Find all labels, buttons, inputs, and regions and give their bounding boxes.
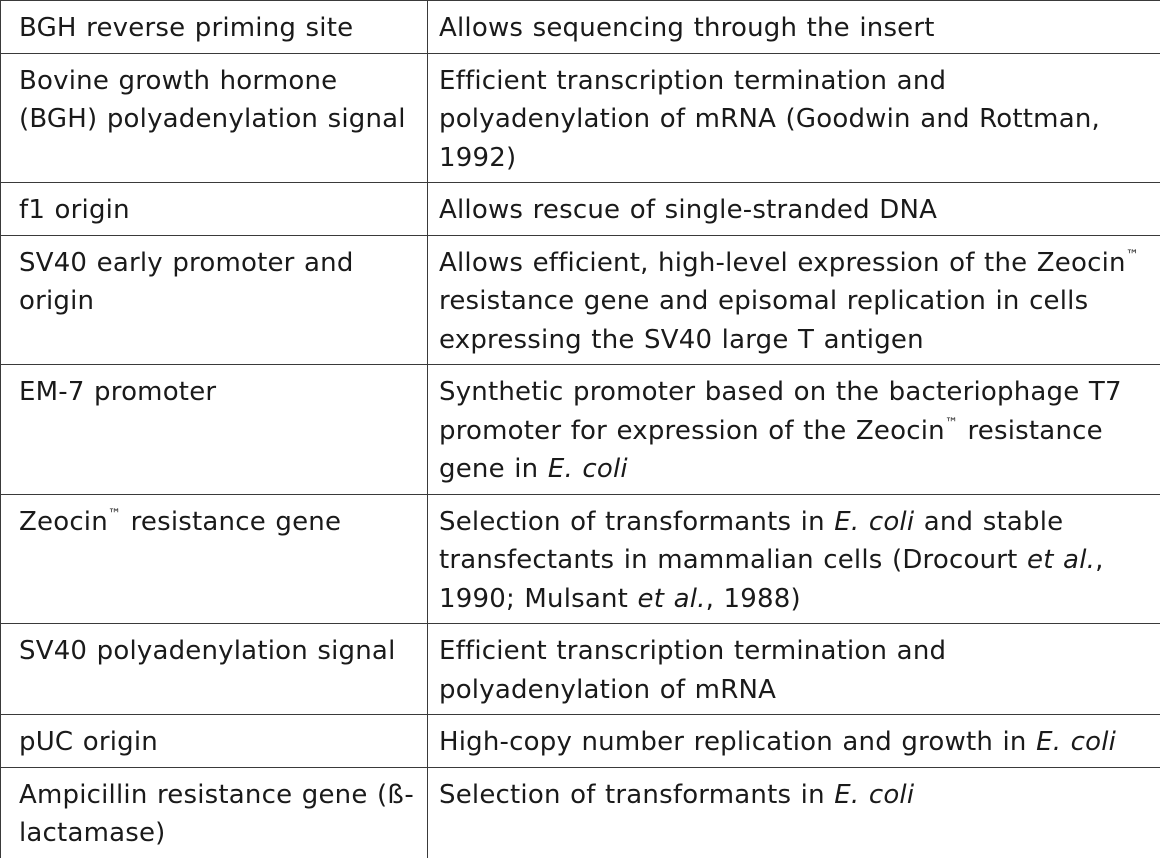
benefit-cell: Selection of transformants in E. coli (428, 767, 1160, 858)
table-row: pUC origin High-copy number replication … (1, 715, 1160, 768)
table-row: SV40 early promoter and origin Allows ef… (1, 235, 1160, 365)
benefit-cell: Allows rescue of single-stranded DNA (428, 183, 1160, 236)
table-row: SV40 polyadenylation signal Efficient tr… (1, 624, 1160, 715)
benefit-cell: Allows efficient, high-level expression … (428, 235, 1160, 365)
benefit-cell: Selection of transformants in E. coli an… (428, 494, 1160, 624)
benefit-text: Selection of transformants in (439, 507, 834, 537)
organism-name: E. coli (548, 454, 628, 484)
table-row: Ampicillin resistance gene (ß-lactamase)… (1, 767, 1160, 858)
feature-cell: EM-7 promoter (1, 365, 428, 495)
organism-name: E. coli (834, 780, 914, 810)
benefit-cell: Efficient transcription termination and … (428, 53, 1160, 183)
feature-cell: Bovine growth hormone (BGH) polyadenylat… (1, 53, 428, 183)
table-row: BGH reverse priming site Allows sequenci… (1, 1, 1160, 54)
trademark-mark: ™ (1126, 248, 1139, 263)
feature-cell: f1 origin (1, 183, 428, 236)
citation-etal: et al. (1027, 545, 1095, 575)
feature-cell: SV40 polyadenylation signal (1, 624, 428, 715)
trademark-mark: ™ (108, 507, 121, 522)
citation-etal: et al. (638, 584, 706, 614)
organism-name: E. coli (1036, 727, 1116, 757)
benefit-cell: High-copy number replication and growth … (428, 715, 1160, 768)
feature-cell: SV40 early promoter and origin (1, 235, 428, 365)
benefit-text: Allows efficient, high-level expression … (439, 248, 1126, 278)
table-row: f1 origin Allows rescue of single-strand… (1, 183, 1160, 236)
feature-cell: pUC origin (1, 715, 428, 768)
feature-cell: Ampicillin resistance gene (ß-lactamase) (1, 767, 428, 858)
table-row: Zeocin™ resistance gene Selection of tra… (1, 494, 1160, 624)
benefit-text: resistance gene and episomal replication… (439, 286, 1088, 355)
feature-cell: BGH reverse priming site (1, 1, 428, 54)
trademark-mark: ™ (945, 416, 958, 431)
feature-text: Zeocin (19, 507, 108, 537)
benefit-cell: Allows sequencing through the insert (428, 1, 1160, 54)
feature-cell: Zeocin™ resistance gene (1, 494, 428, 624)
feature-text: resistance gene (131, 507, 342, 537)
table-row: Bovine growth hormone (BGH) polyadenylat… (1, 53, 1160, 183)
benefit-text: , 1988) (706, 584, 801, 614)
table-row: EM-7 promoter Synthetic promoter based o… (1, 365, 1160, 495)
benefit-cell: Efficient transcription termination and … (428, 624, 1160, 715)
organism-name: E. coli (834, 507, 914, 537)
benefit-text: Selection of transformants in (439, 780, 834, 810)
benefit-cell: Synthetic promoter based on the bacterio… (428, 365, 1160, 495)
benefit-text: High-copy number replication and growth … (439, 727, 1036, 757)
